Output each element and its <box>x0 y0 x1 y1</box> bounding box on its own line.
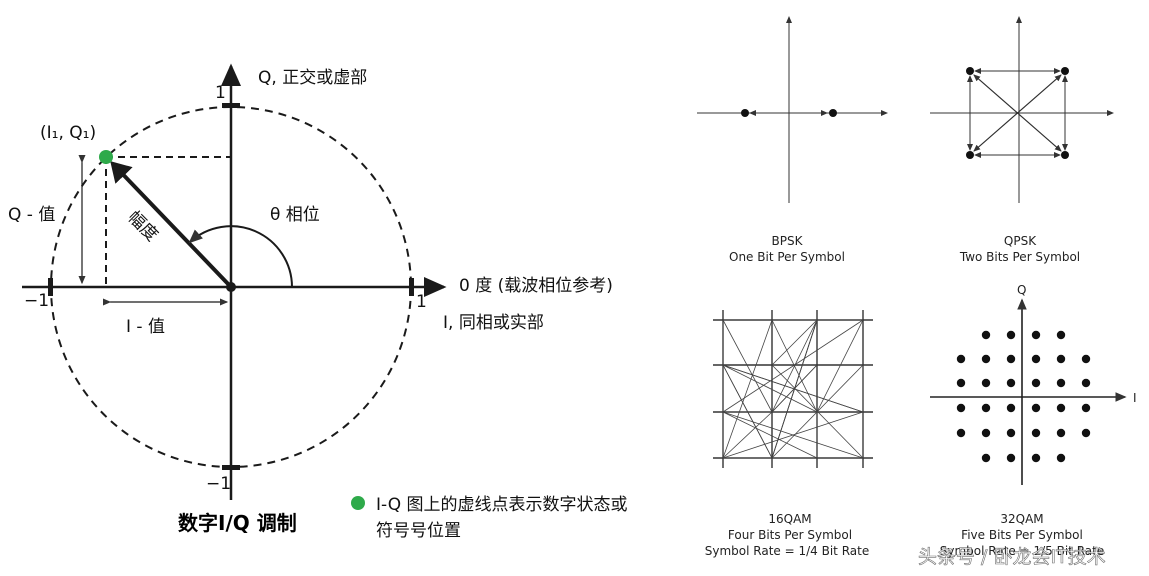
tick-label-top: 1 <box>215 83 226 103</box>
qam32-point <box>1031 453 1041 463</box>
qam32-point <box>1081 428 1091 438</box>
tick-mark-bottom <box>222 465 240 470</box>
qam32-point <box>1056 403 1066 413</box>
qam16-note: Symbol Rate = 1/4 Bit Rate <box>705 544 869 558</box>
tick-label-right: 1 <box>416 292 427 312</box>
iq-diagram: Q, 正交或虚部 1 1 −1 −1 0 度 (载波相位参考) I, 同相或实部… <box>8 63 628 541</box>
qam32-point <box>981 378 991 388</box>
qam32-point <box>981 453 991 463</box>
qam16-line <box>722 411 864 459</box>
qpsk-point <box>966 151 974 159</box>
tick-mark-left <box>48 278 53 296</box>
diagram-title: 数字I/Q 调制 <box>178 511 297 535</box>
qam32-point <box>1006 330 1016 340</box>
qam32-point <box>1056 354 1066 364</box>
qpsk-point <box>1061 67 1069 75</box>
magnitude-vector <box>110 161 233 289</box>
qam32-axis-i: I <box>1133 391 1137 405</box>
qam16-line <box>722 364 818 413</box>
phase-label: θ 相位 <box>270 205 320 225</box>
bpsk-point <box>829 109 837 117</box>
qam16-line <box>771 364 864 459</box>
qam32-point <box>1006 453 1016 463</box>
qam16-line <box>722 364 773 459</box>
origin-dot <box>226 282 236 292</box>
qpsk-point <box>966 67 974 75</box>
i-value-label: I - 值 <box>126 317 165 337</box>
qam32-point <box>1006 403 1016 413</box>
qam32-point <box>1006 378 1016 388</box>
qam16-line <box>722 319 773 413</box>
qam32-point <box>956 354 966 364</box>
qpsk-point <box>1061 151 1069 159</box>
bpsk-point <box>741 109 749 117</box>
qam32-point <box>1031 428 1041 438</box>
qam16-line <box>722 319 864 413</box>
qam32-point <box>1056 453 1066 463</box>
legend-dot <box>351 496 365 510</box>
qam32-point <box>1006 354 1016 364</box>
qam16-line <box>722 411 773 459</box>
qam32-point <box>1031 330 1041 340</box>
qam32-desc: Five Bits Per Symbol <box>961 528 1083 542</box>
qam32-point <box>981 330 991 340</box>
qam32-points <box>956 330 1091 463</box>
qam32-point <box>1031 354 1041 364</box>
qam32-point <box>956 403 966 413</box>
bpsk-name: BPSK <box>772 234 804 248</box>
qpsk-name: QPSK <box>1004 234 1037 248</box>
qam16-line <box>771 319 818 366</box>
qam32-point <box>981 403 991 413</box>
qam32-point <box>1081 403 1091 413</box>
tick-label-bottom: −1 <box>206 474 231 494</box>
legend-line-2: 符号号位置 <box>376 521 461 541</box>
qam16-line <box>722 364 864 413</box>
bpsk-constellation: BPSK One Bit Per Symbol <box>697 16 888 264</box>
phase-arc <box>188 225 293 288</box>
qam32-note: Symbol Rate = 1/5 Bit Rate <box>940 544 1104 558</box>
qam32-axis-q: Q <box>1017 283 1026 297</box>
q-axis-label: Q, 正交或虚部 <box>258 68 367 88</box>
tick-mark-top <box>222 103 240 108</box>
qam16-line <box>722 319 773 459</box>
zero-degree-label: 0 度 (载波相位参考) <box>459 276 613 296</box>
qpsk-desc: Two Bits Per Symbol <box>959 250 1080 264</box>
qam16-grid <box>713 310 873 468</box>
qam32-point <box>1081 354 1091 364</box>
qam16-transitions <box>722 319 864 459</box>
qam32-point <box>981 354 991 364</box>
point-coordinate-label: (I₁, Q₁) <box>40 123 96 143</box>
tick-label-left: −1 <box>24 291 49 311</box>
qam32-name: 32QAM <box>1000 512 1043 526</box>
magnitude-label: 幅度 <box>123 207 161 245</box>
q-value-label: Q - 值 <box>8 205 55 225</box>
qam32-point <box>956 378 966 388</box>
qam16-line <box>771 319 818 413</box>
qam16-line <box>722 411 818 459</box>
tick-mark-right <box>409 278 414 296</box>
qam32-point <box>1031 403 1041 413</box>
qam16-line <box>816 319 864 413</box>
qam32-point <box>1031 378 1041 388</box>
qam16-name: 16QAM <box>768 512 811 526</box>
bpsk-desc: One Bit Per Symbol <box>729 250 845 264</box>
i-axis-label: I, 同相或实部 <box>443 313 544 333</box>
qam32-point <box>1056 330 1066 340</box>
qam16-constellation: 16QAM Four Bits Per Symbol Symbol Rate =… <box>705 310 873 558</box>
qam32-point <box>1056 378 1066 388</box>
qam32-point <box>981 428 991 438</box>
qam32-point <box>1006 428 1016 438</box>
watermark: 头条号 / 卧龙会IT技术 <box>918 546 1106 568</box>
legend-line-1: I-Q 图上的虚线点表示数字状态或 <box>376 495 628 515</box>
qam32-point <box>956 428 966 438</box>
qpsk-constellation: QPSK Two Bits Per Symbol <box>930 16 1114 264</box>
qam32-point <box>1081 378 1091 388</box>
symbol-point <box>99 150 113 164</box>
qam32-constellation: Q I 32QAM Five Bits Per Symbol Symbol Ra… <box>930 283 1137 558</box>
qam32-point <box>1056 428 1066 438</box>
qam16-desc: Four Bits Per Symbol <box>728 528 852 542</box>
